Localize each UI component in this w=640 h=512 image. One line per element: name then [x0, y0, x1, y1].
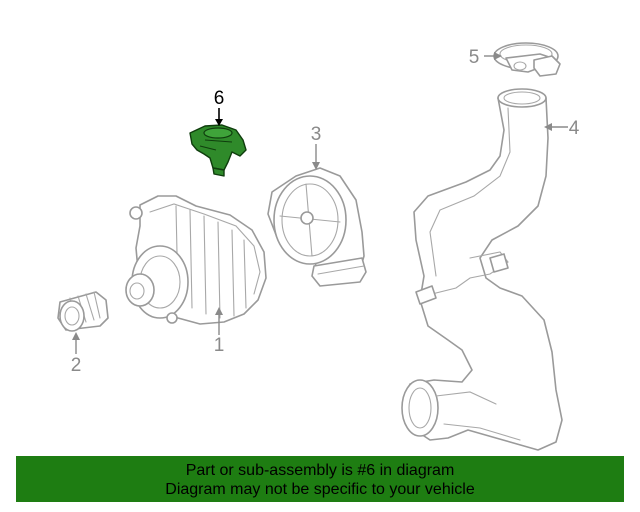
callout-5-label: 5: [469, 47, 480, 68]
callout-2-label: 2: [71, 355, 82, 376]
part-4-intake-duct[interactable]: [401, 88, 563, 451]
callout-3-label: 3: [311, 124, 322, 145]
callout-2-arrowhead: [72, 332, 80, 340]
callout-1-arrowhead: [215, 307, 223, 315]
callout-4-arrowhead: [544, 123, 552, 131]
callout-6-label: 6: [214, 88, 225, 109]
part-5-hose-clamp[interactable]: [493, 42, 561, 77]
part-2-pulley[interactable]: [57, 291, 109, 332]
banner-disclaimer-line: Diagram may not be specific to your vehi…: [165, 481, 475, 498]
callout-1-label: 1: [214, 335, 225, 356]
part-6-sensor[interactable]: [189, 124, 247, 177]
callout-4-label: 4: [569, 118, 580, 139]
callout-5-arrowhead: [494, 52, 502, 60]
part-3-duct-elbow[interactable]: [267, 167, 367, 287]
callout-6-arrowhead: [215, 119, 223, 126]
banner-part-line: Part or sub-assembly is #6 in diagram: [185, 462, 455, 479]
part-1-alternator[interactable]: [125, 195, 267, 325]
info-banner: Part or sub-assembly is #6 in diagram Di…: [16, 456, 624, 502]
callout-3-arrowhead: [312, 162, 320, 170]
